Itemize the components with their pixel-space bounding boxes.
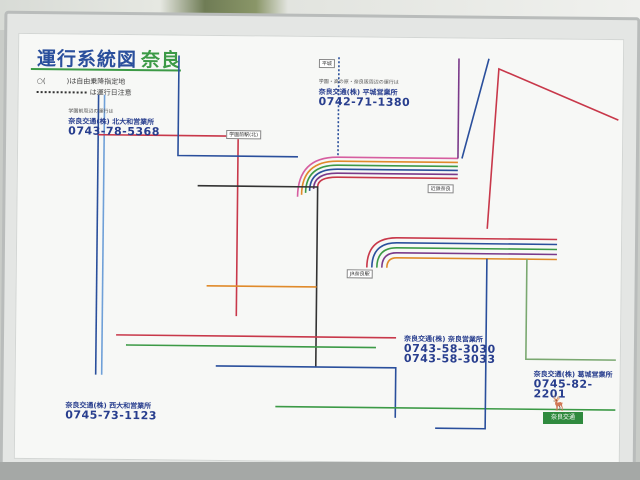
phone-number: 0742-71-1380	[318, 94, 411, 109]
phone-info-heijo: 学園・高の原・奈良阪周辺の運行は 奈良交通(株) 平城営業所 0742-71-1…	[318, 77, 411, 109]
stop-kintetsu-nara: 近鉄奈良	[427, 184, 454, 194]
phone-info-katsuragi: 奈良交通(株) 葛城営業所 0745-82-2201	[533, 369, 619, 400]
phone-info-kitayamato: 学園前周辺の運行は 奈良交通(株) 北大和営業所 0743-78-5368	[68, 106, 160, 139]
stop-jr-nara: JR奈良駅	[346, 269, 373, 279]
phone-info-nishiyamato: 奈良交通(株) 西大和営業所 0745-73-1123	[65, 400, 157, 423]
deer-logo-icon: 🦌	[550, 396, 568, 412]
phone-number: 0743-78-5368	[68, 124, 160, 139]
route-map-sheet: 運行系統図奈良 ○( )は自由乗降指定地 は運行日注意	[13, 32, 625, 466]
phone-number: 0745-82-2201	[533, 377, 593, 401]
frame-bottom	[0, 462, 640, 480]
company-logo: 奈良交通	[543, 412, 583, 424]
phone-number-2: 0743-58-3033	[403, 351, 496, 366]
stop-gakuenmae: 学園前駅(北)	[226, 130, 262, 140]
stop-heijo: 平城	[318, 58, 336, 69]
route-lines	[94, 55, 619, 430]
phone-info-nara: 奈良交通(株) 奈良営業所 0743-58-3030 0743-58-3033	[403, 334, 496, 366]
phone-number: 0745-73-1123	[65, 408, 157, 423]
